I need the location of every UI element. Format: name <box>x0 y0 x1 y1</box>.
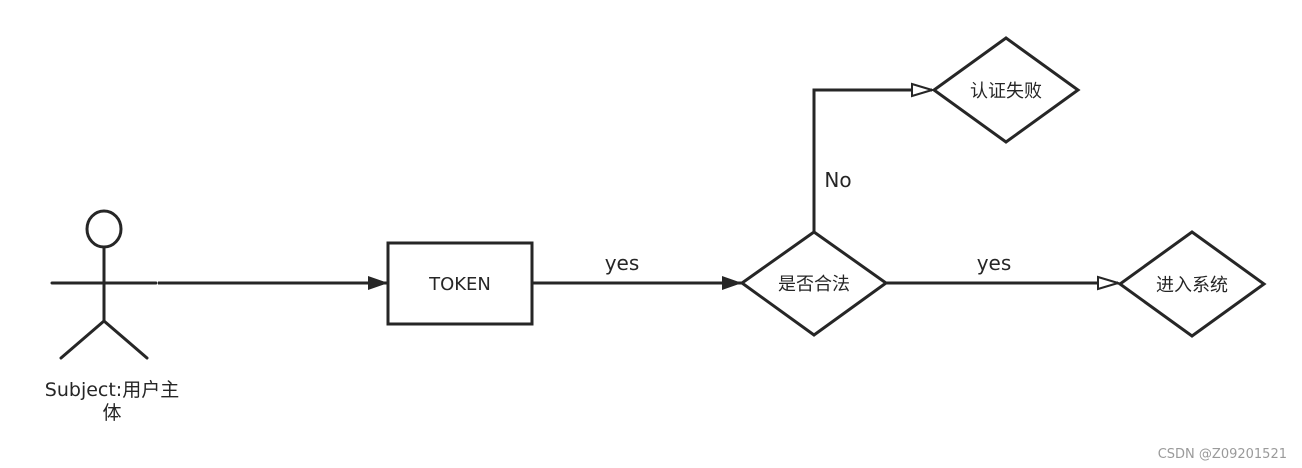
token-box <box>386 241 534 326</box>
actor-head <box>85 209 123 249</box>
watermark: CSDN @Z09201521 <box>1158 447 1287 462</box>
edge-token-to-check-label: yes <box>605 251 640 275</box>
edge-check-to-fail-label: No <box>824 168 851 192</box>
edge-check-to-fail <box>812 90 932 232</box>
actor-left-leg <box>59 319 106 360</box>
edge-check-to-enter-label: yes <box>977 251 1012 275</box>
actor-label-line1: Subject:用户主 <box>45 379 179 401</box>
token-label: TOKEN <box>428 274 491 295</box>
actor-label-line2: 体 <box>102 402 121 424</box>
check-label: 是否合法 <box>778 274 850 295</box>
fail-diamond <box>931 36 1081 144</box>
enter-label: 进入系统 <box>1156 275 1228 296</box>
fail-label: 认证失败 <box>970 81 1042 102</box>
actor-figure <box>50 209 158 360</box>
check-diamond <box>739 230 889 337</box>
actor-right-leg <box>102 319 149 360</box>
enter-diamond <box>1117 230 1267 338</box>
